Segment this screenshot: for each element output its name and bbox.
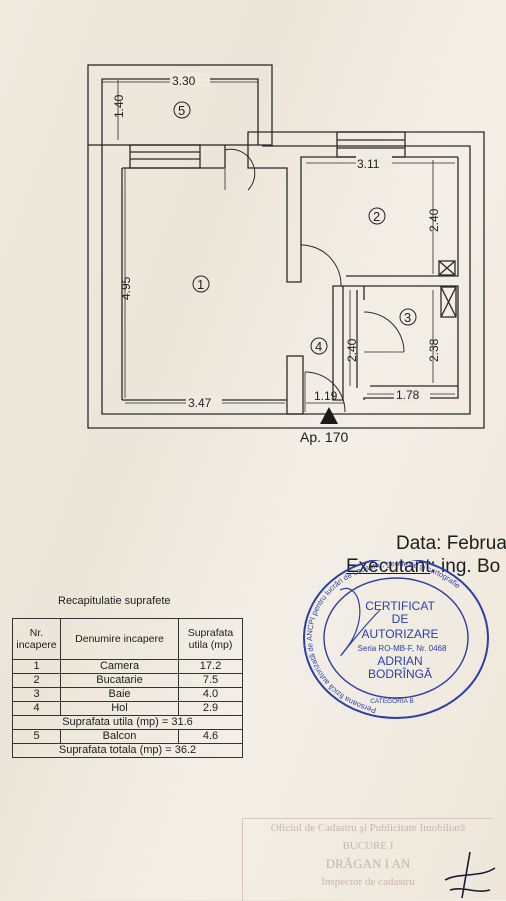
vent-kitchen [438, 260, 456, 276]
dim-hall-depth: 2.40 [345, 338, 359, 362]
dim-balcony-depth: 1.40 [112, 94, 126, 118]
useful-total: Suprafata utila (mp) = 31.6 [12, 715, 243, 730]
entrance-label: Ap. 170 [300, 429, 348, 445]
room-label-2: 2 [373, 209, 380, 224]
row-nr: 5 [12, 729, 61, 744]
outer-wall [87, 131, 485, 429]
window-kitchen [336, 131, 406, 158]
room-label-4: 4 [315, 339, 322, 354]
inspector-signature-icon [444, 851, 496, 899]
row-name: Camera [60, 659, 179, 674]
window-balcony [129, 144, 201, 169]
dim-kitchen-width: 3.11 [357, 157, 380, 171]
row-nr: 3 [12, 687, 61, 702]
row-nr: 4 [12, 701, 61, 716]
partition-wall [247, 145, 458, 283]
row-area: 17.2 [178, 659, 243, 674]
entrance-pillar-left [286, 355, 304, 415]
table-row: 1 Camera 17.2 [12, 659, 243, 674]
grand-total: Suprafata totala (mp) = 36.2 [12, 743, 243, 758]
stamp-name2: BODRÎNGĂ [368, 666, 432, 681]
office-line3: DRĂGAN I AN [325, 856, 411, 871]
room-label-5: 5 [178, 103, 185, 118]
recap-table: Nr. incapere Denumire incapere Suprafata… [12, 618, 243, 758]
grand-total-row: Suprafata totala (mp) = 36.2 [12, 743, 243, 758]
dim-room1-height: 4.95 [119, 276, 133, 300]
dim-room1-width: 3.47 [188, 396, 212, 410]
stamp-line2: DE [392, 612, 409, 626]
cadastre-office-stamp: Oficiul de Cadastru şi Publicitate Imobi… [242, 818, 493, 901]
useful-total-row: Suprafata utila (mp) = 31.6 [12, 715, 243, 730]
table-row: 3 Baie 4.0 [12, 687, 243, 702]
room-label-3: 3 [404, 310, 411, 325]
inner-wall [101, 145, 471, 415]
header-nr: Nr. incapere [12, 618, 61, 660]
row-area: 7.5 [178, 673, 243, 688]
entrance-arrow-icon [320, 407, 338, 424]
row-nr: 1 [12, 659, 61, 674]
row-name: Bucatarie [60, 673, 179, 688]
stamp-name1: ADRIAN [377, 654, 422, 668]
row-area: 2.9 [178, 701, 243, 716]
dim-bath-width: 1.78 [396, 388, 420, 402]
stamp-signature-icon [339, 587, 381, 657]
row-nr: 2 [12, 673, 61, 688]
office-line4: Inspector de cadastru [321, 876, 415, 888]
authorization-stamp: Persoana fizică autorizată de ANCPI pent… [303, 560, 489, 719]
table-row: 5 Balcon 4.6 [12, 729, 243, 744]
header-area: Suprafata utila (mp) [178, 618, 243, 660]
table-row: 4 Hol 2.9 [12, 701, 243, 716]
row-name: Hol [60, 701, 179, 716]
dim-bath-depth: 2.38 [427, 338, 441, 362]
recap-header-row: Nr. incapere Denumire incapere Suprafata… [12, 618, 243, 660]
dim-hall-width: 1.19 [314, 389, 338, 403]
stamp-line3: AUTORIZARE [361, 627, 438, 641]
table-row: 2 Bucatarie 7.5 [12, 673, 243, 688]
row-area: 4.0 [178, 687, 243, 702]
row-name: Balcon [60, 729, 179, 744]
room-label-1: 1 [197, 277, 204, 292]
stamp-line1: CERTIFICAT [365, 599, 435, 613]
dim-balcony-width: 3.30 [172, 74, 196, 88]
recap-title: Recapitulatie suprafete [58, 595, 171, 607]
header-name: Denumire incapere [60, 618, 179, 660]
date-line: Data: Februa [396, 533, 506, 554]
office-line2: BUCURE I [342, 840, 394, 852]
stamp-category: CATEGORIA B [370, 698, 414, 705]
row-area: 4.6 [178, 729, 243, 744]
stamp-serial: Seria RO-MB-F, Nr. 0468 [358, 644, 447, 653]
vent-bath [440, 286, 457, 318]
row-name: Baie [60, 687, 179, 702]
floor-plan: 3.30 1.40 3.11 2.40 4.95 3.47 1.19 1.78 … [87, 64, 485, 445]
dim-kitchen-depth: 2.40 [427, 208, 441, 232]
office-line1: Oficiul de Cadastru şi Publicitate Imobi… [270, 822, 466, 834]
